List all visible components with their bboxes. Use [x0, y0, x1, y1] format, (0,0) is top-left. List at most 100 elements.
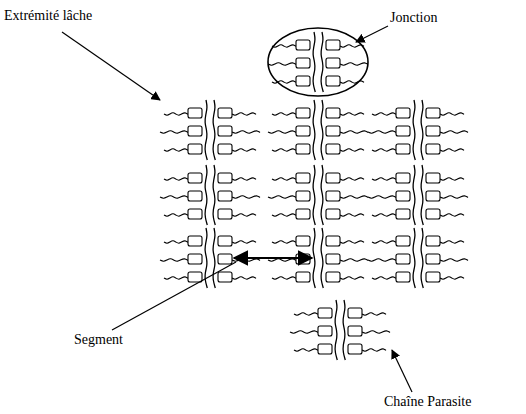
polymer-chain — [232, 277, 256, 279]
polymer-chain — [272, 149, 296, 151]
polymer-chain — [340, 113, 364, 115]
junction-unit — [268, 165, 368, 225]
part-label: Segment — [72, 332, 125, 348]
leader-line — [392, 350, 412, 392]
egg-box — [296, 191, 310, 201]
junction-unit — [368, 100, 468, 160]
egg-box — [188, 236, 202, 246]
egg-box — [218, 191, 232, 201]
egg-box — [296, 272, 310, 282]
egg-box — [296, 236, 310, 246]
polymer-chain — [272, 45, 296, 47]
polymer-chain — [340, 149, 364, 151]
egg-box — [218, 108, 232, 118]
egg-box — [296, 40, 310, 50]
polymer-chain — [232, 178, 256, 180]
polymer-chain — [232, 241, 256, 243]
polymer-chain — [440, 113, 464, 115]
egg-box — [188, 173, 202, 183]
part-label: Extrémité lâche — [2, 8, 94, 24]
backbone-strand — [321, 228, 323, 288]
polymer-chain — [232, 214, 256, 216]
egg-box — [396, 126, 410, 136]
polymer-chain — [164, 241, 188, 243]
junction-ellipse — [268, 28, 368, 96]
polymer-chain — [294, 349, 318, 351]
egg-box — [396, 254, 410, 264]
egg-box — [326, 191, 340, 201]
polymer-chain — [362, 313, 386, 315]
polymer-chain — [340, 214, 364, 216]
polymer-chain — [268, 196, 296, 198]
egg-box — [426, 108, 440, 118]
polymer-chain — [372, 241, 396, 243]
junction-unit — [160, 165, 260, 225]
egg-box — [326, 272, 340, 282]
polymer-chain — [268, 259, 296, 261]
egg-box — [318, 308, 332, 318]
junction-unit — [368, 165, 468, 225]
egg-box — [188, 144, 202, 154]
polymer-chain — [372, 113, 396, 115]
polymer-chain — [368, 131, 396, 133]
egg-box — [326, 126, 340, 136]
polymer-chain — [440, 196, 468, 198]
egg-box — [218, 254, 232, 264]
egg-box — [326, 209, 340, 219]
polymer-chain — [372, 149, 396, 151]
polymer-chain — [372, 277, 396, 279]
egg-box — [296, 108, 310, 118]
polymer-chain — [232, 113, 256, 115]
polymer-chain — [340, 196, 368, 198]
leader-line — [62, 32, 160, 100]
egg-box — [218, 209, 232, 219]
polymer-chain — [232, 131, 260, 133]
egg-box — [326, 254, 340, 264]
leader-line — [356, 26, 388, 42]
backbone-strand — [313, 100, 315, 160]
egg-box — [188, 126, 202, 136]
backbone-strand — [421, 228, 423, 288]
polymer-chain — [160, 196, 188, 198]
backbone-strand — [213, 100, 215, 160]
polymer-chain — [362, 331, 390, 333]
egg-box — [326, 144, 340, 154]
egg-box — [188, 254, 202, 264]
egg-box — [396, 108, 410, 118]
polymer-chain — [340, 131, 368, 133]
leader-line — [112, 262, 236, 330]
egg-box — [426, 236, 440, 246]
backbone-strand — [213, 165, 215, 225]
egg-box — [218, 144, 232, 154]
egg-box — [426, 126, 440, 136]
egg-box — [348, 308, 362, 318]
egg-box — [426, 272, 440, 282]
egg-box — [396, 191, 410, 201]
polymer-chain — [340, 63, 368, 65]
egg-box — [326, 173, 340, 183]
polymer-chain — [160, 131, 188, 133]
backbone-strand — [413, 228, 415, 288]
egg-box — [396, 272, 410, 282]
polymer-chain — [440, 277, 464, 279]
egg-box — [348, 344, 362, 354]
part-label: Chaîne Parasite — [382, 394, 473, 410]
polymer-chain — [340, 178, 364, 180]
backbone-strand — [321, 165, 323, 225]
junction-unit — [268, 32, 368, 92]
polymer-chain — [164, 113, 188, 115]
backbone-strand — [321, 100, 323, 160]
polymer-chain — [340, 241, 364, 243]
egg-box — [326, 76, 340, 86]
egg-box — [296, 209, 310, 219]
egg-box — [326, 236, 340, 246]
polymer-chain — [232, 196, 260, 198]
polymer-chain — [272, 277, 296, 279]
egg-box — [426, 191, 440, 201]
egg-box — [218, 236, 232, 246]
polymer-chain — [440, 241, 464, 243]
polymer-chain — [368, 259, 396, 261]
polymer-chain — [164, 149, 188, 151]
segment-arrow — [234, 257, 312, 259]
